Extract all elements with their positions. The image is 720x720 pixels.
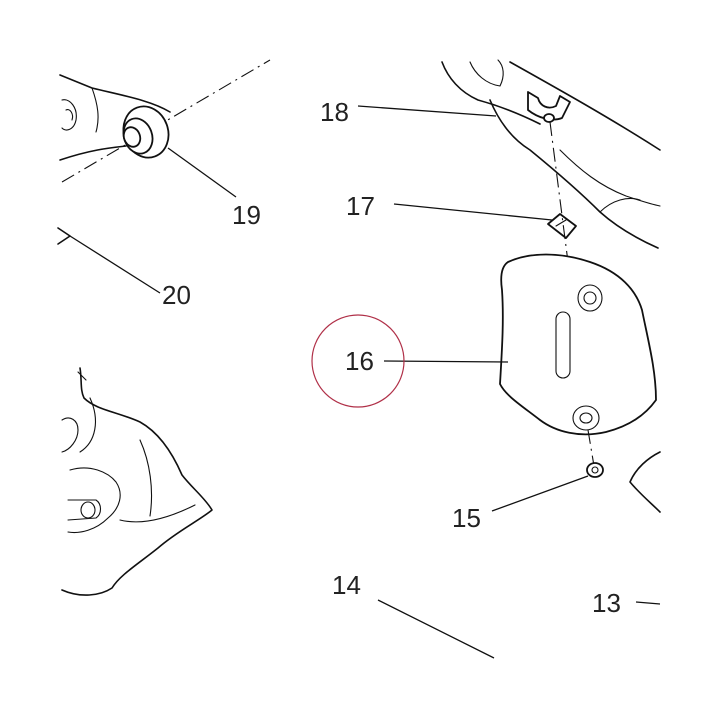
assembly-axis-upper <box>549 121 569 263</box>
leader-13 <box>635 601 661 605</box>
screw-part-15 <box>586 462 604 478</box>
callout-16: 16 <box>345 346 374 376</box>
leader-18 <box>357 105 497 117</box>
leader-14 <box>377 599 495 659</box>
callout-20: 20 <box>162 280 191 310</box>
leader-19 <box>167 147 237 198</box>
clip-part-17 <box>547 213 577 239</box>
right-edge-part-13 <box>629 451 661 513</box>
callout-19: 19 <box>232 200 261 230</box>
cover-plate-part-16 <box>499 253 657 436</box>
leader-15 <box>491 475 589 512</box>
leader-lines <box>69 105 661 659</box>
highlight-circle <box>311 314 405 408</box>
leader-16 <box>383 360 509 363</box>
upper-left-housing <box>59 59 271 183</box>
callout-17: 17 <box>346 191 375 221</box>
callout-13: 13 <box>592 588 621 618</box>
lower-left-housing <box>61 367 213 596</box>
leader-20 <box>69 235 161 294</box>
grommet-part-19 <box>122 105 170 159</box>
cover-slot <box>555 311 571 379</box>
bracket-part-18 <box>527 91 571 123</box>
callout-18: 18 <box>320 97 349 127</box>
callout-14: 14 <box>332 570 361 600</box>
assembly-axis-lower <box>587 429 595 467</box>
leader-17 <box>393 203 553 221</box>
left-edge-part-20 <box>57 227 71 245</box>
callout-15: 15 <box>452 503 481 533</box>
upper-right-housing <box>441 59 661 249</box>
